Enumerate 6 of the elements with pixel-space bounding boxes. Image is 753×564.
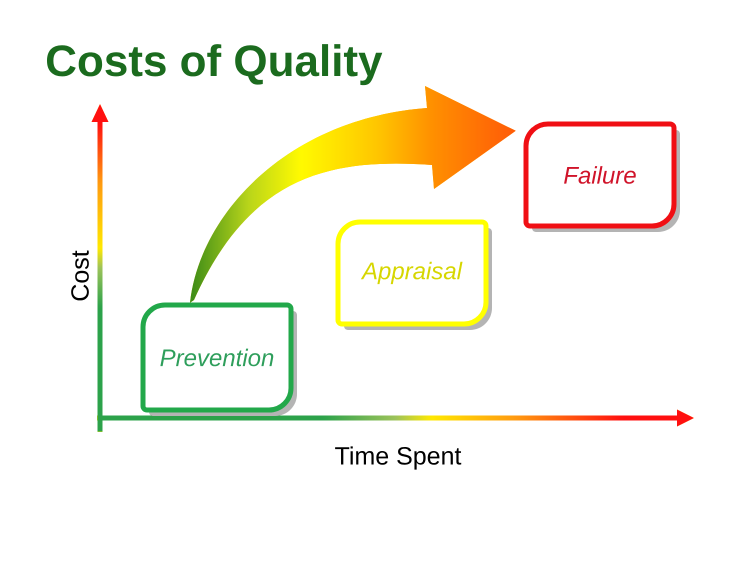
axis-label: Cost [71, 250, 89, 300]
axis-label: Time Spent [335, 446, 462, 470]
rounded-box: Appraisal [336, 220, 492, 330]
rounded-box: Prevention [140, 302, 297, 416]
title: Costs of Quality [47, 44, 382, 86]
rounded-box: Failure [524, 122, 680, 232]
